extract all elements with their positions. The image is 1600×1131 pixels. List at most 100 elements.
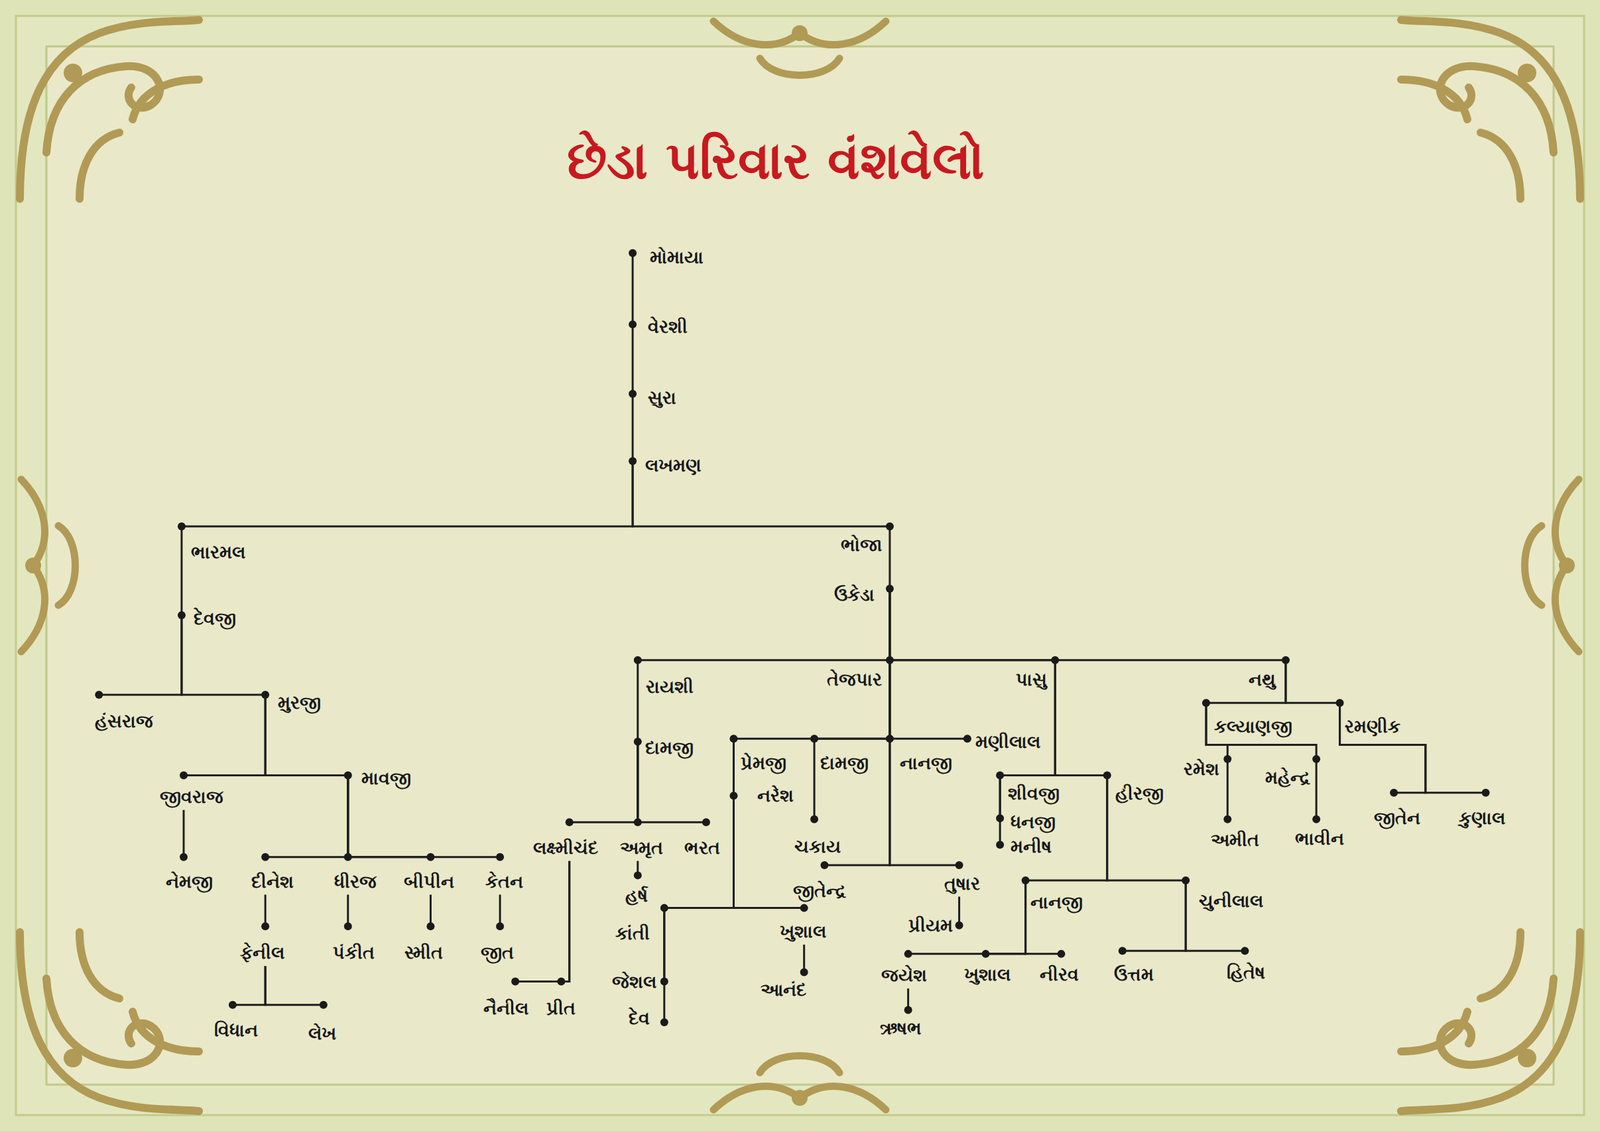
person-label: કલ્યાણજી (1214, 715, 1293, 739)
person-label: ખુશાલ (779, 920, 827, 943)
side-ornament (713, 1056, 886, 1111)
lineage-line (889, 660, 968, 739)
person-label: હર્ષ (625, 884, 648, 908)
lineage-line (888, 526, 891, 589)
person-name: નરેશ (733, 782, 796, 809)
person-name: ખુશાલ (962, 954, 1013, 988)
person-label: ઉકેડા (834, 583, 875, 607)
lineage-line (889, 738, 960, 866)
node-dot (1103, 771, 1112, 780)
name-wrap: નથુ (1248, 668, 1276, 691)
node-dot (820, 861, 829, 870)
person-label: મોમાયા (649, 246, 704, 269)
lineage-line (1315, 759, 1318, 820)
person-name: જીતેન્દ્ર (791, 865, 849, 904)
person-label: પ્રીત (546, 997, 576, 1020)
lineage-line (1206, 660, 1286, 704)
person-name: નાનજી (1025, 880, 1086, 916)
person-name: હીરજી (1107, 775, 1166, 808)
person-name: મુરજી (265, 689, 323, 717)
person-name: જીત (478, 926, 516, 967)
node-dot (1202, 698, 1211, 707)
person-label: ભારમલ (190, 541, 246, 564)
name-wrap: જયેશ (881, 964, 927, 987)
name-wrap: કુણાલ (1458, 806, 1506, 830)
person-name: પ્રીયમ (906, 912, 959, 939)
name-wrap: દેવજી (193, 607, 237, 630)
person-label: ધીરજ (334, 870, 377, 894)
person-name: ભોજા (838, 526, 890, 559)
node-dot (885, 584, 894, 593)
person-name: ભાવીન (1292, 819, 1347, 853)
node-dot (885, 656, 894, 665)
name-wrap: હીરજી (1115, 782, 1164, 805)
lineage-line (429, 894, 432, 927)
name-wrap: ધનજી (1010, 810, 1056, 834)
node-dot (633, 871, 642, 880)
person-name: બીપીન (401, 857, 457, 896)
person-label: હંસરાજ (94, 710, 154, 733)
name-wrap: ભારમલ (190, 541, 246, 564)
node-dot (800, 968, 809, 977)
person-label: ચકાય (794, 835, 841, 859)
person-label: ધનજી (1010, 810, 1056, 834)
lineage-line (1340, 702, 1486, 793)
name-wrap: પાસુ (1015, 668, 1047, 691)
name-wrap: બીપીન (403, 870, 455, 894)
name-wrap: સ્મીત (404, 941, 443, 965)
person-name: કાંતી (613, 908, 665, 947)
node-dot (982, 950, 990, 959)
node-dot (628, 249, 637, 258)
person-label: નાનજી (899, 751, 953, 775)
person-name: જયેશ (879, 954, 929, 989)
lineage-line (1340, 702, 1426, 793)
person-label: પંકીત (332, 941, 375, 965)
person-label: બીપીન (403, 870, 455, 894)
side-ornament (713, 21, 886, 76)
person-label: પ્રેમજી (740, 751, 787, 775)
node-dot (660, 904, 669, 913)
person-name: રમણીક (1340, 702, 1404, 740)
node-dot (810, 815, 819, 824)
node-dot (633, 738, 642, 746)
node-dot (628, 320, 637, 329)
name-wrap: દામજી (645, 736, 694, 760)
name-wrap: નાનજી (899, 751, 953, 775)
person-label: લેખ (308, 1022, 337, 1046)
name-wrap: અમૃત (619, 836, 664, 860)
node-dot (228, 1001, 237, 1010)
person-name: હંસરાજ (92, 694, 156, 735)
dot-group (94, 249, 1490, 1027)
person-label: ફેનીલ (240, 941, 285, 965)
name-wrap: મુરજી (277, 691, 321, 715)
name-wrap: અમીત (1210, 828, 1260, 852)
person-label: મણીલાલ (975, 730, 1041, 754)
person-name: તુષાર (942, 865, 983, 898)
lineage-line (183, 810, 185, 858)
person-label: મનીષ (1010, 835, 1052, 859)
person-name: દામજી (637, 734, 696, 762)
person-name: તેજપાર (824, 660, 890, 693)
node-dot (628, 389, 637, 398)
person-label: ચુનીલાલ (1198, 889, 1264, 913)
person-label: જીવરાજ (159, 785, 224, 809)
person-label: મહેન્દ્ર (1265, 766, 1311, 790)
name-wrap: સુરા (647, 386, 677, 410)
name-wrap: ભાવીન (1294, 827, 1345, 851)
person-name: નૈનીલ (481, 981, 531, 1022)
person-label: લખમણ (645, 454, 702, 477)
lineage-line (958, 897, 961, 926)
person-name: ઉત્તમ (1111, 950, 1156, 988)
node-dot (344, 853, 353, 862)
person-label: જીતેન્દ્ર (793, 879, 847, 903)
person-label: ઋષભ (879, 1017, 922, 1040)
person-name: પ્રેમજી (733, 738, 789, 777)
lineage-line (636, 660, 639, 742)
name-wrap: માવજી (361, 767, 412, 790)
node-dot (1389, 789, 1398, 798)
person-label: જીતેન (1373, 806, 1421, 830)
node-dot (179, 853, 188, 862)
person-label: સ્મીત (404, 941, 443, 965)
person-label: હીરજી (1115, 782, 1164, 805)
person-name: સ્મીત (402, 926, 445, 967)
